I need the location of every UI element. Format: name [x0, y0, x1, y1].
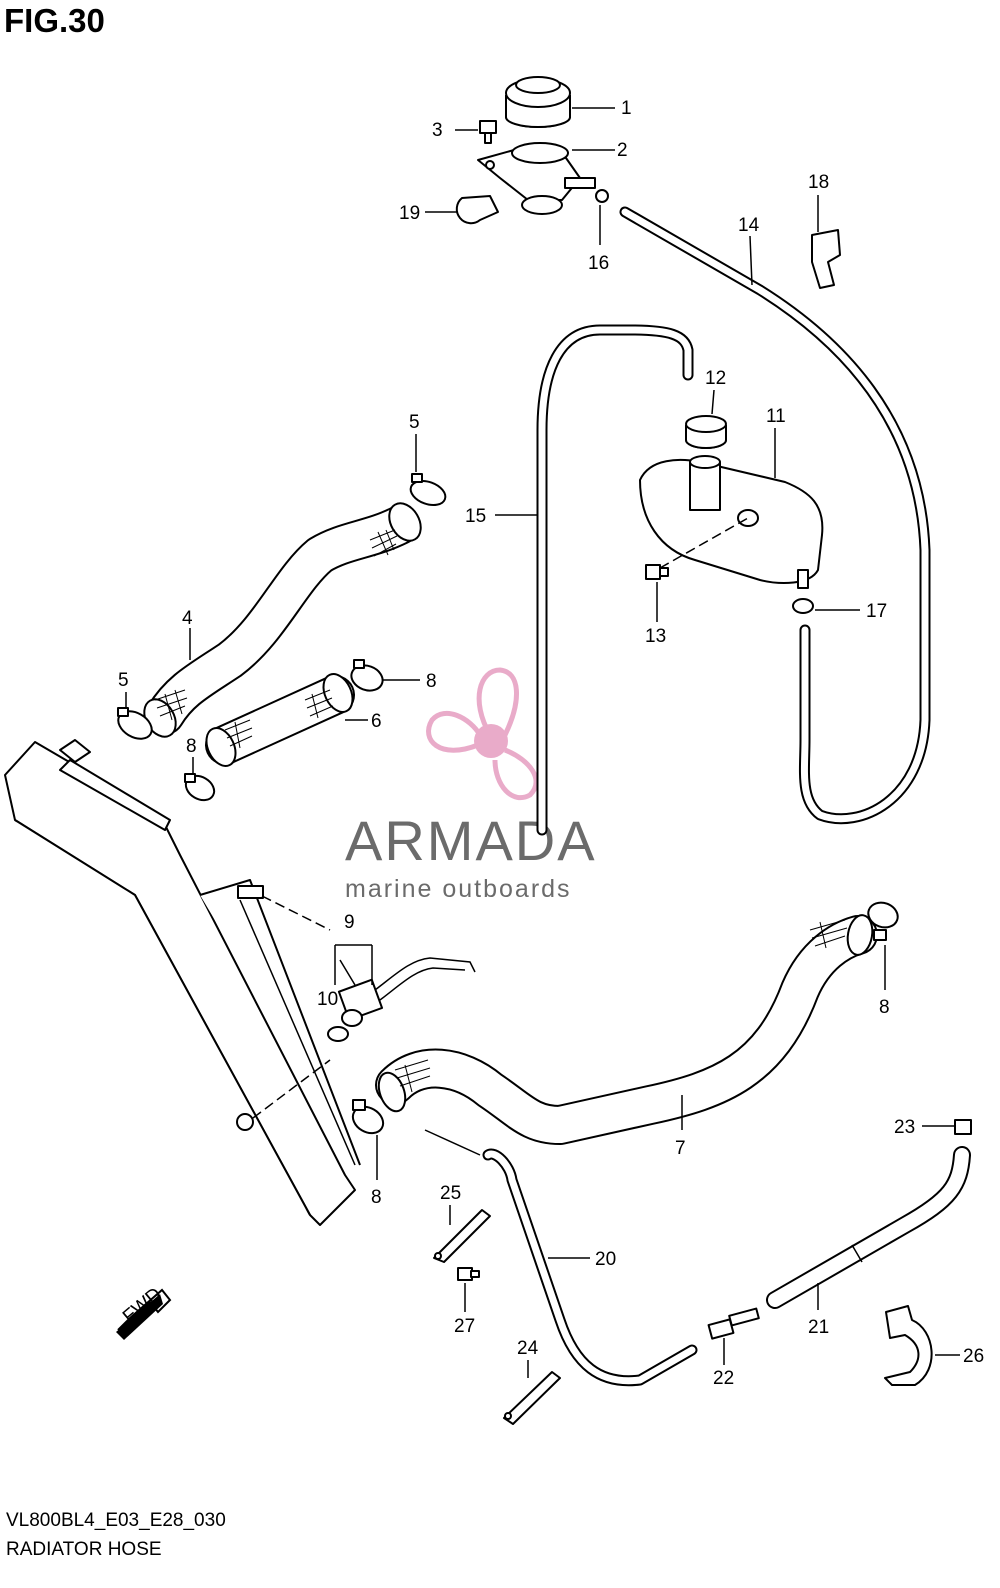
callout-8d: 8 [371, 1187, 382, 1208]
part-1-radiator-cap [505, 76, 571, 128]
callout-11: 11 [766, 406, 786, 427]
fwd-arrow-icon [116, 1288, 172, 1340]
part-6-hose [205, 673, 355, 767]
callout-26: 26 [963, 1346, 984, 1367]
part-27-bolt [457, 1267, 480, 1281]
callout-12: 12 [705, 368, 726, 389]
part-8-clamp-b [184, 773, 216, 802]
part-19-clamp [455, 195, 499, 225]
callout-5a: 5 [409, 412, 420, 433]
callout-21: 21 [808, 1317, 829, 1338]
part-12-tank-cap [685, 415, 727, 449]
callout-24: 24 [517, 1338, 539, 1359]
part-25-bracket [433, 1209, 491, 1263]
callout-20: 20 [595, 1249, 616, 1270]
callout-4: 4 [182, 608, 193, 629]
callout-23: 23 [894, 1117, 915, 1138]
radiator [4, 739, 361, 1226]
callout-9: 9 [344, 912, 355, 933]
part-18-holder [811, 229, 841, 289]
part-11-reservoir-tank [639, 455, 824, 589]
watermark-brand: ARMADA [345, 809, 597, 872]
part-2-filler-neck [477, 142, 596, 215]
callout-16: 16 [588, 253, 609, 274]
callout-5b: 5 [118, 670, 129, 691]
callout-8c: 8 [879, 997, 890, 1018]
callout-22: 22 [713, 1368, 734, 1389]
callout-15: 15 [465, 506, 486, 527]
callout-10: 10 [317, 989, 338, 1010]
part-14-overflow-hose [619, 206, 931, 825]
watermark-logo [426, 667, 539, 800]
figure-code: VL800BL4_E03_E28_030 [6, 1510, 226, 1531]
callout-3: 3 [432, 120, 443, 141]
part-8-clamp-c [867, 901, 899, 941]
part-10-gasket [327, 1026, 349, 1042]
part-5-clamp-lower [117, 707, 153, 740]
figure-title: FIG.30 [4, 2, 105, 39]
part-7-lower-hose [375, 914, 878, 1145]
callout-13: 13 [645, 626, 666, 647]
callout-19: 19 [399, 203, 420, 224]
callout-6: 6 [371, 711, 382, 732]
part-21-hose [766, 1146, 971, 1309]
part-22-connector [707, 1307, 760, 1340]
callout-2: 2 [617, 140, 628, 161]
part-8-clamp-d [351, 1099, 385, 1135]
figure-name: RADIATOR HOSE [6, 1539, 162, 1560]
part-5-clamp-upper [409, 473, 447, 507]
part-13-bolt [645, 564, 669, 580]
watermark-tagline: marine outboards [345, 875, 572, 903]
callout-8a: 8 [426, 671, 437, 692]
part-26-clamp [884, 1305, 933, 1386]
callout-8b: 8 [186, 736, 197, 757]
part-16-clip [595, 189, 609, 203]
callout-7: 7 [675, 1138, 686, 1159]
part-24-bracket [503, 1371, 561, 1425]
part-8-clamp-a [350, 659, 384, 692]
callout-27: 27 [454, 1316, 475, 1337]
callout-18: 18 [808, 172, 829, 193]
part-17-clamp [792, 598, 814, 614]
part-9-thermo-switch [337, 957, 476, 1027]
callout-1: 1 [621, 98, 632, 119]
callout-25: 25 [440, 1183, 461, 1204]
part-23-clamp [954, 1119, 972, 1135]
part-15-breather-hose [536, 324, 694, 836]
part-20-hose [482, 1148, 698, 1387]
callout-17: 17 [866, 601, 887, 622]
callout-14: 14 [738, 215, 760, 236]
part-3-bolt [479, 120, 497, 144]
